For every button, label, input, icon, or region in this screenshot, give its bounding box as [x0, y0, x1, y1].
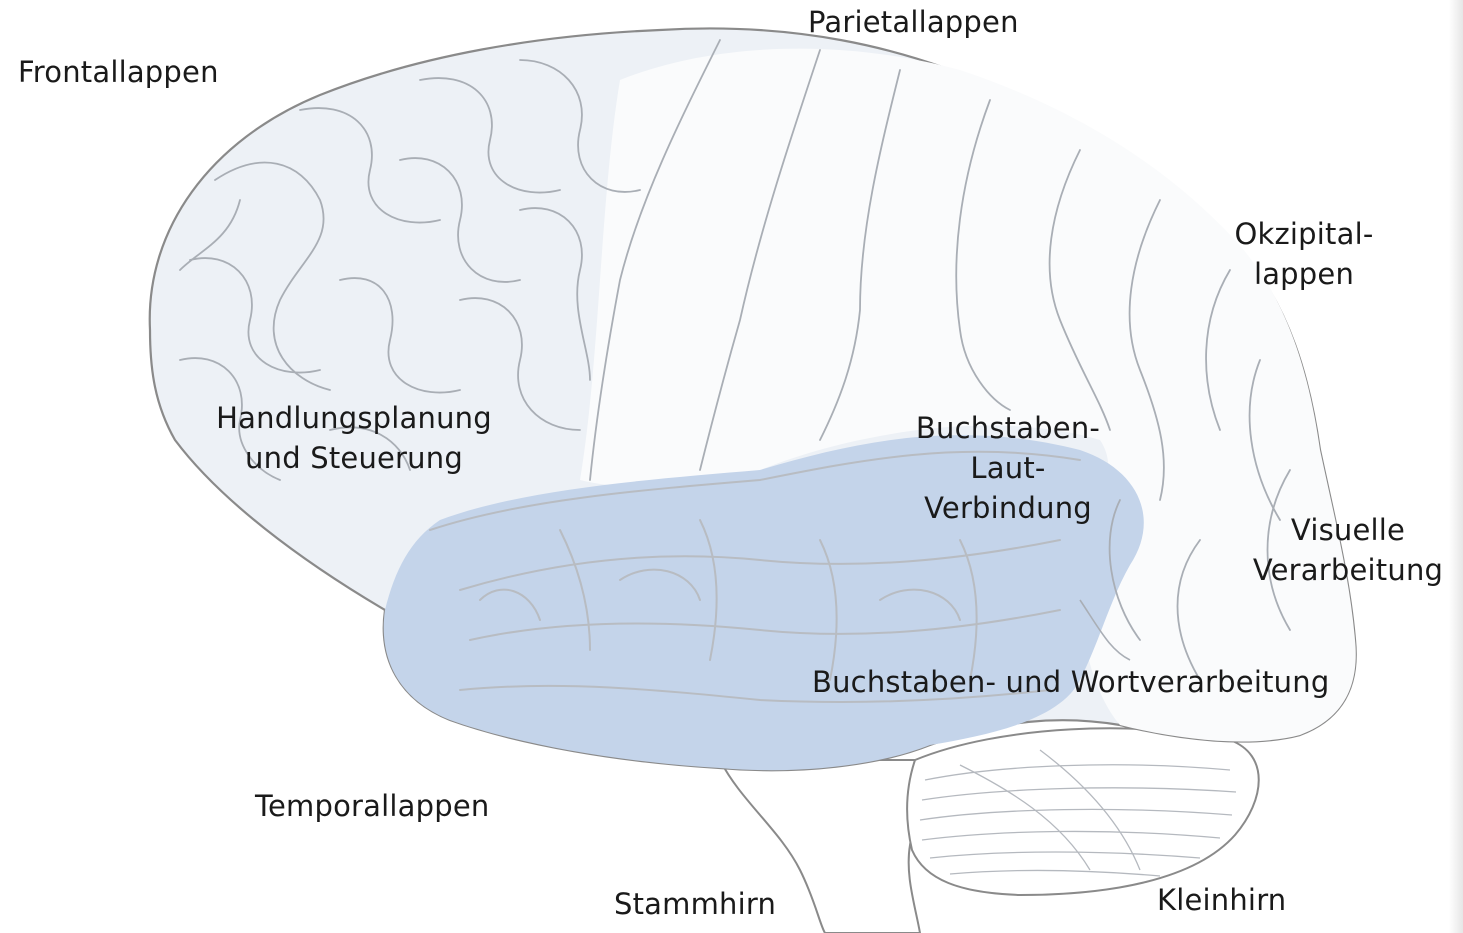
label-wortverarbeitung: Buchstaben- und Wortverarbeitung	[812, 662, 1329, 702]
label-visuelle-verarbeitung: Visuelle Verarbeitung	[1244, 510, 1452, 590]
label-stammhirn: Stammhirn	[614, 884, 776, 924]
label-handlungsplanung: Handlungsplanung und Steuerung	[196, 398, 512, 478]
cerebellum-shape	[907, 728, 1259, 895]
label-parietallappen: Parietallappen	[808, 2, 1019, 42]
paper-edge-shadow	[1449, 0, 1463, 933]
label-okzipitallappen: Okzipital- lappen	[1218, 214, 1390, 294]
label-kleinhirn: Kleinhirn	[1157, 880, 1286, 920]
label-temporallappen: Temporallappen	[255, 786, 489, 826]
label-buchstaben-laut-verbindung: Buchstaben- Laut- Verbindung	[905, 408, 1111, 528]
label-frontallappen: Frontallappen	[18, 52, 219, 92]
